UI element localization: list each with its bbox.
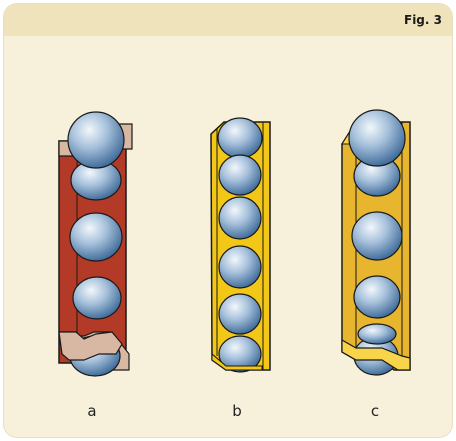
panel-a-ball [72,276,122,320]
panel-b-bottom-strap [211,352,263,371]
figure-header: Fig. 3 [4,4,452,36]
panel-b-ball [218,335,262,373]
panel-c-label: c [370,402,380,420]
panel-a-bottom-pin-front [58,331,123,361]
panel-a-ball [69,212,123,262]
panel-c-ball [353,275,401,319]
panel-b-ball [218,196,262,240]
bearing-diagram [58,109,411,377]
panel-a-ball [67,111,125,169]
panel-c-bottom-strap [341,338,411,371]
panel-c-ball [351,211,403,261]
panel-c-ball-top-cap [357,323,397,345]
panel-c-balls [341,109,411,376]
figure-frame: Fig. 3 [3,3,453,438]
panel-b-label: b [232,402,242,420]
panel-b-ball [218,293,262,335]
panel-b-balls [211,117,263,373]
panel-c-ball [348,109,406,167]
figure-label: Fig. 3 [404,13,442,27]
panel-a-balls [58,111,125,377]
panel-b-ball [217,117,263,159]
panel-b-ball [218,154,262,196]
panel-a-label: a [87,402,97,420]
panel-b-ball [218,245,262,289]
